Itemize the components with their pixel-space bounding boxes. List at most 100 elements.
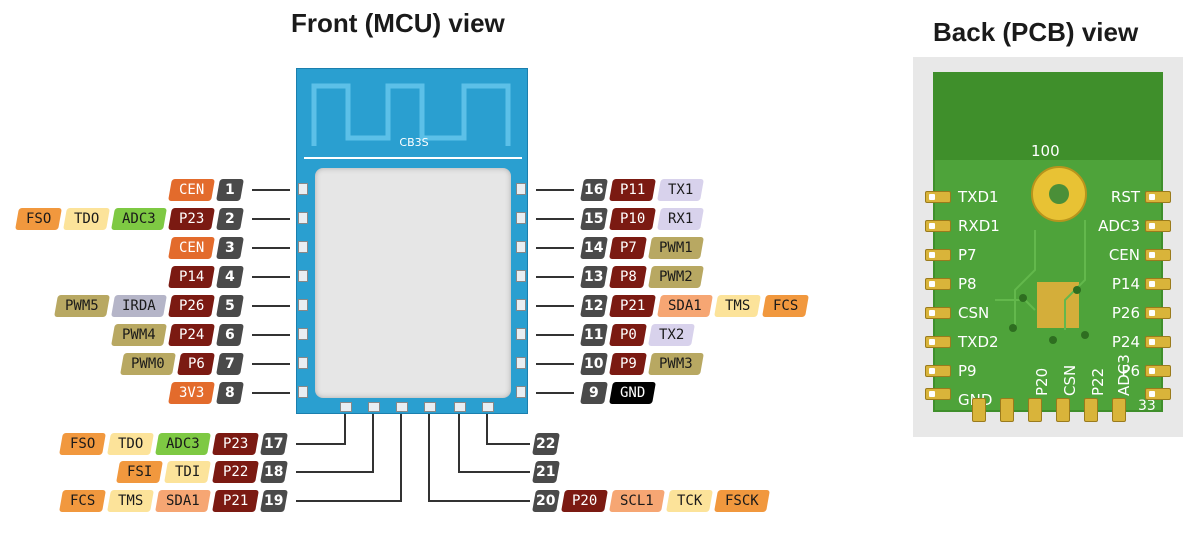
pin-function-tag: GND [609,382,656,404]
pin-leader-line [428,414,430,502]
pin-leader-line [536,334,574,336]
pin-leader-line [536,392,574,394]
pin-number: 3 [216,237,244,259]
pin-function-tag: FCS [59,490,106,512]
pcb-edge-pad [925,365,951,377]
pin-function-tag: P22 [212,461,259,483]
pin-leader-line [536,363,574,365]
pin-function-tag: FSO [15,208,62,230]
pin-number: 19 [260,490,288,512]
pin-function-tag: FCS [762,295,809,317]
module-bottom-pad [454,402,466,412]
pin-number: 9 [580,382,608,404]
module-side-pad [298,212,308,224]
pcb-edge-pad [925,249,951,261]
antenna-trace [304,83,522,159]
pcb-edge-pad [1145,365,1171,377]
pcb-bottom-pad [1084,398,1098,422]
pcb-silkscreen-label: P6 [1121,362,1140,380]
pin-leader-line [252,334,290,336]
pcb-bottom-pad [1000,398,1014,422]
pin-leader-line [252,276,290,278]
pin-function-tag: TX1 [657,179,704,201]
pin-leader-line [296,443,346,445]
pcb-edge-pad [1145,249,1171,261]
module-side-pad [298,328,308,340]
pcb-bottom-pad [1056,398,1070,422]
pin-leader-line [372,414,374,473]
pin-number: 20 [532,490,560,512]
pin-function-tag: TDO [63,208,110,230]
pin-function-tag: IRDA [111,295,167,317]
pcb-edge-pad [1145,307,1171,319]
pcb-silkscreen-label: ADC3 [1115,354,1133,396]
pin-number: 22 [532,433,560,455]
pcb-label-33: 33 [1138,398,1156,414]
pin-number: 13 [580,266,608,288]
pin-leader-line [486,443,530,445]
pin-function-tag: RX1 [657,208,704,230]
pcb-silkscreen-label: TXD1 [958,188,999,206]
pin-leader-line [536,247,574,249]
pcb-edge-pad [925,191,951,203]
pin-function-tag: ADC3 [155,433,211,455]
pcb-silkscreen-label: RXD1 [958,217,1000,235]
pcb-silkscreen-label: P20 [1033,367,1051,396]
pin-leader-line [252,189,290,191]
module-side-pad [516,386,526,398]
pin-function-tag: SDA1 [657,295,713,317]
module-side-pad [516,241,526,253]
pin-number: 5 [216,295,244,317]
pcb-silkscreen-label: TXD2 [958,333,999,351]
front-view-title: Front (MCU) view [291,8,505,38]
back-view-title: Back (PCB) view [933,17,1139,47]
pcb-edge-pad [925,336,951,348]
pin-function-tag: PWM3 [648,353,704,375]
module-side-pad [516,328,526,340]
pcb-edge-pad [1145,336,1171,348]
pin-function-tag: PWM5 [54,295,110,317]
pin-function-tag: CEN [168,179,215,201]
pin-number: 12 [580,295,608,317]
pcb-silkscreen-label: CSN [958,304,990,322]
pin-leader-line [344,414,346,445]
pin-function-tag: P20 [561,490,608,512]
pin-function-tag: TCK [666,490,713,512]
pcb-silkscreen-label: P8 [958,275,977,293]
pin-function-tag: P14 [168,266,215,288]
pin-function-tag: P10 [609,208,656,230]
pin-function-tag: PWM0 [120,353,176,375]
pin-function-tag: P0 [609,324,647,346]
pin-leader-line [536,218,574,220]
pcb-silkscreen-label: CEN [1108,246,1140,264]
pcb-edge-pad [1145,191,1171,203]
pcb-bottom-pad [1028,398,1042,422]
pin-function-tag: P7 [609,237,647,259]
pin-function-tag: P24 [168,324,215,346]
pin-number: 8 [216,382,244,404]
pin-leader-line [536,189,574,191]
pcb-silkscreen-label: P7 [958,246,977,264]
pin-function-tag: P21 [212,490,259,512]
pin-leader-line [296,471,374,473]
pin-leader-line [536,276,574,278]
pin-function-tag: 3V3 [168,382,215,404]
module-side-pad [516,183,526,195]
pcb-silkscreen-label: P26 [1111,304,1140,322]
pin-function-tag: PWM4 [111,324,167,346]
pin-function-tag: TDI [164,461,211,483]
pcb-silkscreen-label: P22 [1089,367,1107,396]
pcb-bottom-pad [1112,398,1126,422]
pin-function-tag: P11 [609,179,656,201]
pin-leader-line [458,414,460,473]
pin-number: 6 [216,324,244,346]
pin-leader-line [252,305,290,307]
pin-leader-line [458,471,530,473]
module-side-pad [298,386,308,398]
pin-leader-line [400,414,402,502]
pin-number: 1 [216,179,244,201]
module-side-pad [298,183,308,195]
pin-number: 10 [580,353,608,375]
pin-leader-line [428,500,530,502]
pin-number: 11 [580,324,608,346]
